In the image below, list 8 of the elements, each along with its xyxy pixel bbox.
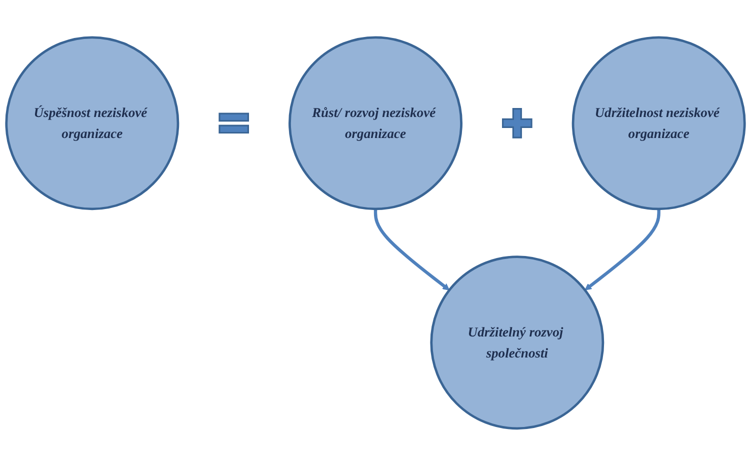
circle-node: Úspěšnost neziskové organizace xyxy=(5,36,180,210)
curved-arrow xyxy=(584,209,660,290)
circle-node: Udržitelnost neziskové organizace xyxy=(572,36,746,210)
equals-sign xyxy=(218,112,249,134)
circle-node: Růst/ rozvoj neziskové organizace xyxy=(288,36,462,210)
curved-arrow xyxy=(374,209,450,290)
circle-node: Udržitelný rozvoj společnosti xyxy=(430,256,604,430)
plus-sign xyxy=(502,108,532,138)
